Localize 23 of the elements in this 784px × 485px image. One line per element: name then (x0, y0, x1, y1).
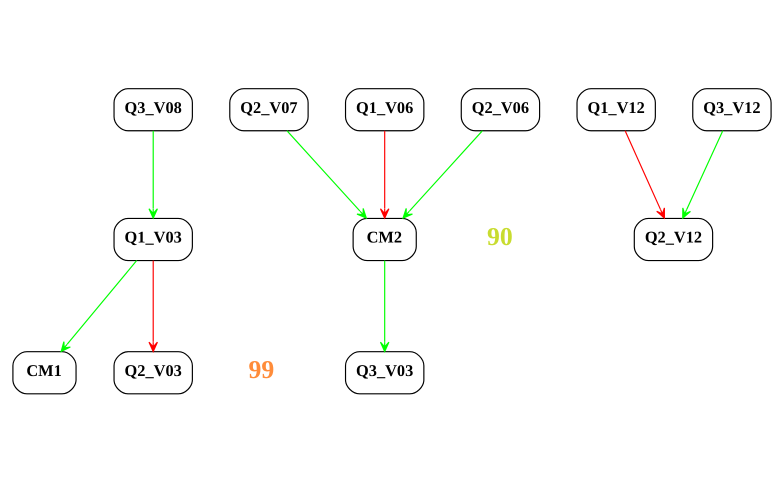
node-box: Q2_V12 (634, 217, 714, 261)
arrow (380, 130, 390, 218)
node-box: Q3_V08 (113, 88, 193, 131)
node-box: Q1_V06 (344, 88, 424, 131)
arrow (402, 130, 483, 218)
arrow (380, 260, 390, 352)
node-box: Q3_V12 (692, 88, 772, 131)
node-box: Q3_V03 (344, 350, 424, 394)
arrow (624, 130, 665, 218)
node-box: Q2_V03 (113, 350, 193, 394)
arrow (286, 130, 367, 218)
arrow (148, 260, 158, 352)
label: 99 (248, 354, 274, 384)
label: 90 (486, 221, 513, 250)
arrow (682, 130, 724, 218)
arrow (60, 260, 138, 352)
node-box: Q2_V06 (460, 88, 540, 131)
arrow (148, 130, 158, 218)
node-box: Q2_V07 (229, 88, 309, 131)
node-box: Q1_V03 (113, 217, 193, 261)
node-box: CM1 (12, 350, 77, 394)
node-box: Q1_V12 (576, 88, 656, 131)
node-box: CM2 (352, 217, 417, 261)
